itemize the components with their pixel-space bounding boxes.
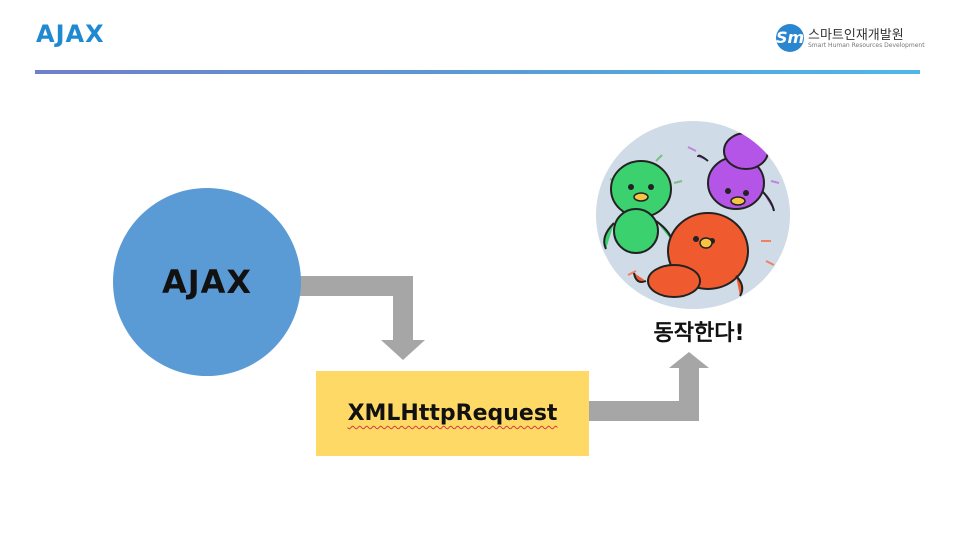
xmlhttprequest-label: XMLHttpRequest	[347, 401, 558, 426]
smhrd-logo-icon: Sm	[776, 24, 804, 52]
ajax-circle: AJAX	[113, 188, 301, 376]
ajax-label: AJAX	[161, 263, 253, 301]
company-logo: Sm 스마트인재개발원 Smart Human Resources Develo…	[776, 24, 926, 54]
logo-subtitle: Smart Human Resources Development	[808, 42, 925, 49]
slide-title: AJAX	[36, 20, 105, 48]
xmlhttprequest-box: XMLHttpRequest	[316, 371, 589, 456]
arrow-xhr-to-result	[589, 352, 709, 421]
title-divider	[35, 70, 920, 74]
arrow-ajax-to-xhr	[300, 276, 425, 360]
result-label: 동작한다!	[653, 321, 745, 346]
logo-name: 스마트인재개발원	[808, 28, 904, 43]
penguins-icon	[603, 132, 780, 298]
dancing-penguins-illustration	[596, 121, 790, 309]
